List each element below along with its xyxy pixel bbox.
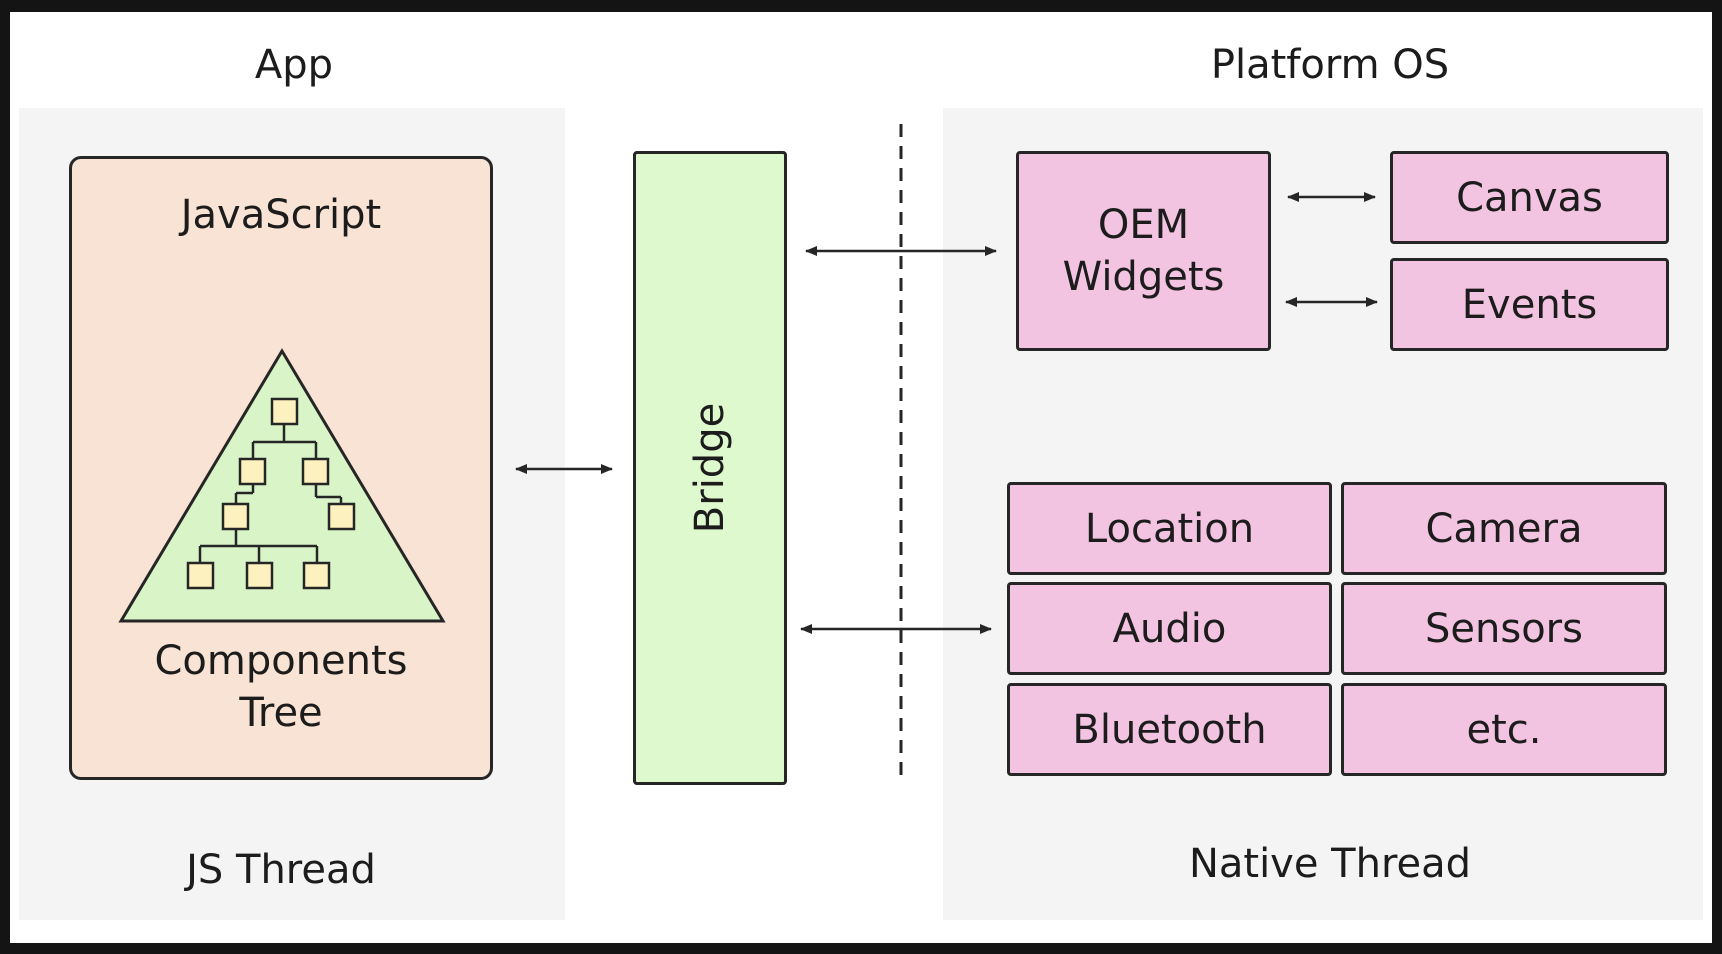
tree-node (186, 561, 215, 590)
location-box: Location (1007, 482, 1332, 575)
canvas-box: Canvas (1390, 151, 1669, 244)
tree-node (238, 457, 267, 486)
js-thread-label: JS Thread (186, 847, 376, 893)
tree-node (245, 561, 274, 590)
tree-node (221, 502, 250, 531)
etc-box: etc. (1341, 683, 1667, 776)
bluetooth-box: Bluetooth (1007, 683, 1332, 776)
camera-box: Camera (1341, 482, 1667, 575)
tree-node (302, 561, 331, 590)
tree-node (270, 397, 299, 426)
tree-node (301, 457, 330, 486)
app-heading: App (254, 42, 334, 88)
tree-node (327, 502, 356, 531)
native-thread-label: Native Thread (1188, 841, 1472, 887)
audio-box: Audio (1007, 582, 1332, 675)
sensors-box: Sensors (1341, 582, 1667, 675)
components-tree-icon (118, 348, 446, 623)
events-box: Events (1390, 258, 1669, 351)
oem-widgets-box: OEM Widgets (1016, 151, 1271, 351)
platform-heading: Platform OS (1210, 42, 1450, 88)
bridge-box: Bridge (633, 151, 787, 785)
components-tree-label: Components Tree (154, 638, 408, 736)
javascript-title: JavaScript (180, 192, 382, 238)
